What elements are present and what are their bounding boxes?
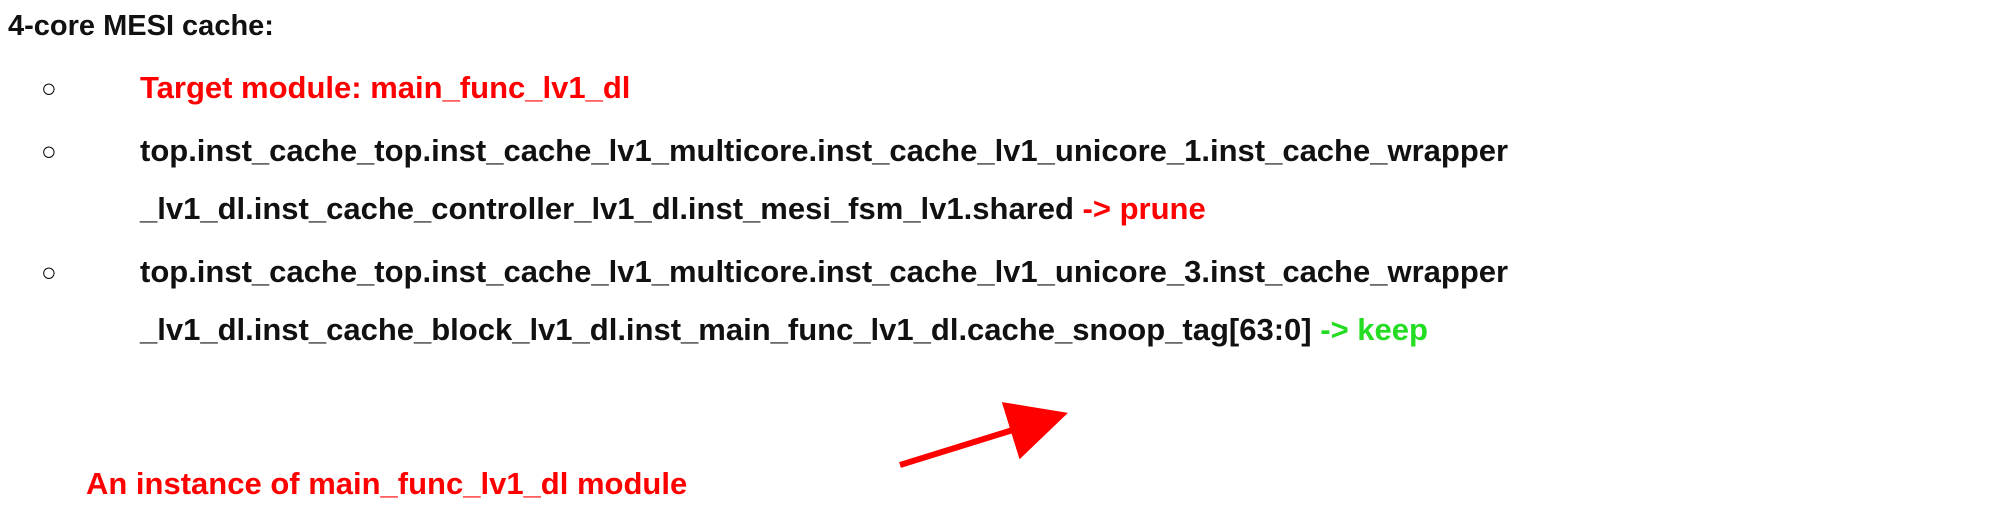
keep-label: -> keep: [1320, 312, 1428, 347]
section-heading: 4-core MESI cache:: [8, 10, 274, 42]
list-item-text-line-2: _lv1_dl.inst_cache_block_lv1_dl.inst_mai…: [140, 312, 1312, 347]
list-item-prune-path-continued: _lv1_dl.inst_cache_controller_lv1_dl.ins…: [140, 182, 1206, 236]
prune-label: -> prune: [1082, 191, 1206, 226]
bullet-circle-icon: ○: [41, 73, 57, 103]
list-item-text-line-2: _lv1_dl.inst_cache_controller_lv1_dl.ins…: [140, 191, 1074, 226]
list-item-prune-path: top.inst_cache_top.inst_cache_lv1_multic…: [140, 124, 1508, 178]
list-item-keep-path: top.inst_cache_top.inst_cache_lv1_multic…: [140, 245, 1508, 299]
list-item-text-line-1: top.inst_cache_top.inst_cache_lv1_multic…: [140, 254, 1509, 289]
bullet-circle-icon: ○: [41, 136, 57, 166]
list-item-text: Target module: main_func_lv1_dl: [140, 70, 631, 105]
callout-label: An instance of main_func_lv1_dl module: [86, 466, 688, 501]
bullet-circle-icon: ○: [41, 257, 57, 287]
list-item-text-line-1: top.inst_cache_top.inst_cache_lv1_multic…: [140, 133, 1509, 168]
list-item-target-module: Target module: main_func_lv1_dl: [140, 61, 630, 115]
list-item-keep-path-continued: _lv1_dl.inst_cache_block_lv1_dl.inst_mai…: [140, 303, 1428, 357]
